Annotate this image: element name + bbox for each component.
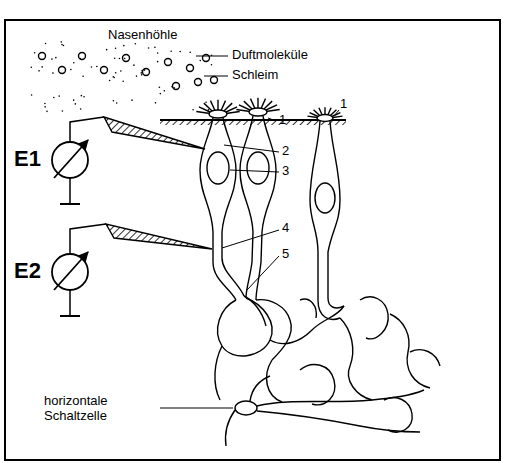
callout-number: 1: [340, 97, 347, 112]
leader-lines: [160, 56, 339, 408]
odor-molecules: [39, 53, 218, 90]
part-label: Duftmoleküle: [232, 48, 308, 63]
frame: [5, 20, 500, 460]
callout-number: 1: [279, 113, 286, 128]
epithelium-surface: [160, 120, 346, 125]
mucus-dots: [31, 41, 213, 112]
part-label: horizontale Schaltzelle: [44, 394, 156, 424]
horizontal-cell: [235, 401, 257, 415]
electrode-label: E2: [14, 258, 41, 283]
callout-number: 2: [282, 144, 289, 159]
callout-number: 5: [282, 247, 289, 262]
electrode-label: E1: [14, 146, 41, 171]
region-label: Nasenhöhle: [108, 28, 177, 43]
part-label: Schleim: [232, 68, 278, 83]
receptor-cells: [196, 98, 344, 320]
electrode-e2: [52, 224, 212, 316]
callout-number: 4: [282, 221, 289, 236]
olfactory-bulb-neurons: [215, 296, 440, 446]
electrode-e1: [52, 117, 205, 204]
callout-number: 3: [282, 164, 289, 179]
